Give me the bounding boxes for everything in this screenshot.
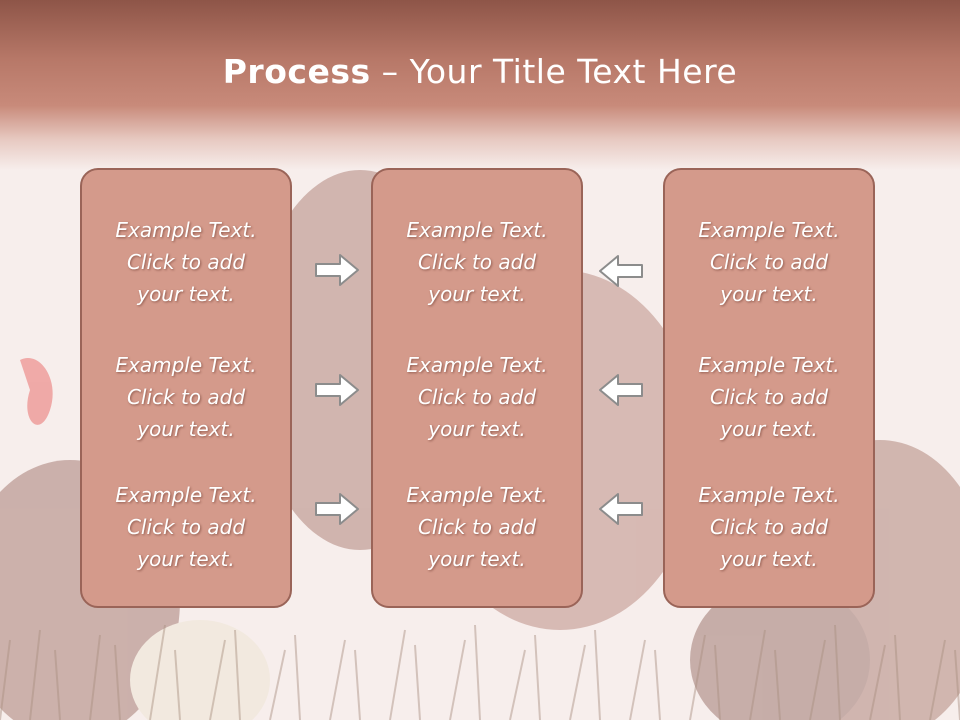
slide-title[interactable]: Process – Your Title Text Here bbox=[0, 52, 960, 91]
placeholder-text[interactable]: Example Text. Click to add your text. bbox=[115, 218, 257, 306]
arrow-left-icon bbox=[599, 493, 643, 525]
placeholder-text[interactable]: Example Text. Click to add your text. bbox=[406, 353, 548, 441]
process-box-middle[interactable]: Example Text. Click to add your text. Ex… bbox=[371, 168, 583, 608]
arrow-right-icon bbox=[315, 493, 359, 525]
arrow-left-icon bbox=[599, 374, 643, 406]
arrow-right-icon bbox=[315, 254, 359, 286]
placeholder-text[interactable]: Example Text. Click to add your text. bbox=[698, 353, 840, 441]
title-dash: – bbox=[370, 52, 410, 91]
placeholder-text[interactable]: Example Text. Click to add your text. bbox=[115, 483, 257, 571]
arrow-right-icon bbox=[315, 374, 359, 406]
placeholder-text[interactable]: Example Text. Click to add your text. bbox=[698, 483, 840, 571]
title-rest: Your Title Text Here bbox=[409, 52, 738, 91]
title-bold: Process bbox=[222, 52, 371, 91]
placeholder-text[interactable]: Example Text. Click to add your text. bbox=[698, 218, 840, 306]
header-band bbox=[0, 0, 960, 170]
arrow-left-icon bbox=[599, 255, 643, 287]
process-box-left[interactable]: Example Text. Click to add your text. Ex… bbox=[80, 168, 292, 608]
placeholder-text[interactable]: Example Text. Click to add your text. bbox=[406, 218, 548, 306]
placeholder-text[interactable]: Example Text. Click to add your text. bbox=[406, 483, 548, 571]
placeholder-text[interactable]: Example Text. Click to add your text. bbox=[115, 353, 257, 441]
process-box-right[interactable]: Example Text. Click to add your text. Ex… bbox=[663, 168, 875, 608]
